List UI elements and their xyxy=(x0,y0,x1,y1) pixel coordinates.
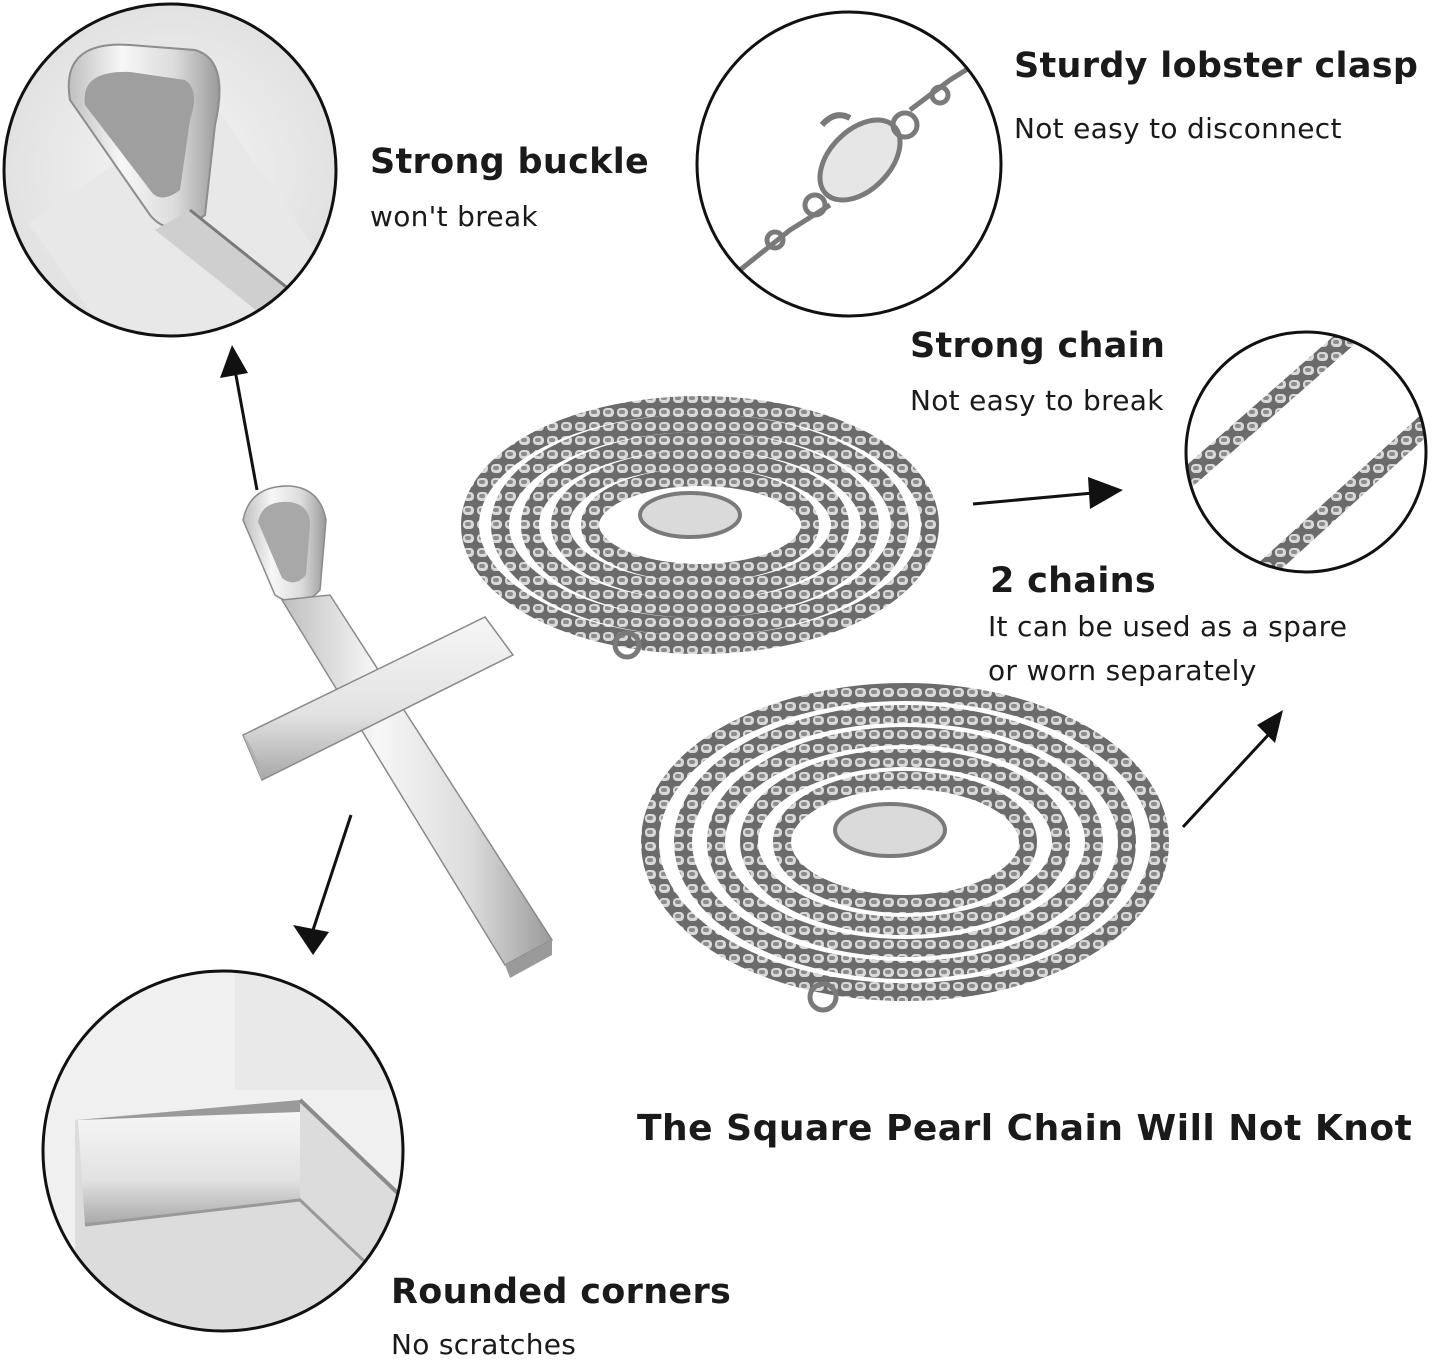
chains-desc-line2: or worn separately xyxy=(988,654,1257,687)
arrow-down-icon xyxy=(293,814,353,955)
corner-zoom-circle xyxy=(41,969,405,1333)
buckle-zoom-circle xyxy=(2,2,338,338)
chains-title: 2 chains xyxy=(990,561,1156,601)
corners-title: Rounded corners xyxy=(391,1272,732,1312)
chains-desc-line1: It can be used as a spare xyxy=(988,610,1348,643)
buckle-title: Strong buckle xyxy=(370,142,650,182)
arrow-right-icon xyxy=(972,477,1123,509)
coiled-chain-2 xyxy=(641,683,1169,1013)
chain-caption: The Square Pearl Chain Will Not Knot xyxy=(637,1108,1413,1149)
buckle-desc: won't break xyxy=(370,200,538,233)
corners-desc: No scratches xyxy=(391,1328,577,1361)
chain-desc: Not easy to break xyxy=(910,384,1164,417)
clasp-desc: Not easy to disconnect xyxy=(1014,112,1342,145)
arrow-up-right-icon xyxy=(1181,710,1283,829)
chain-title: Strong chain xyxy=(910,326,1166,366)
clasp-zoom-circle xyxy=(695,10,1003,318)
coiled-chain-1 xyxy=(461,396,939,660)
arrow-up-icon xyxy=(220,345,259,491)
clasp-title: Sturdy lobster clasp xyxy=(1014,46,1419,86)
chain-zoom-circle xyxy=(1184,330,1428,574)
cross-pendant xyxy=(242,485,554,978)
